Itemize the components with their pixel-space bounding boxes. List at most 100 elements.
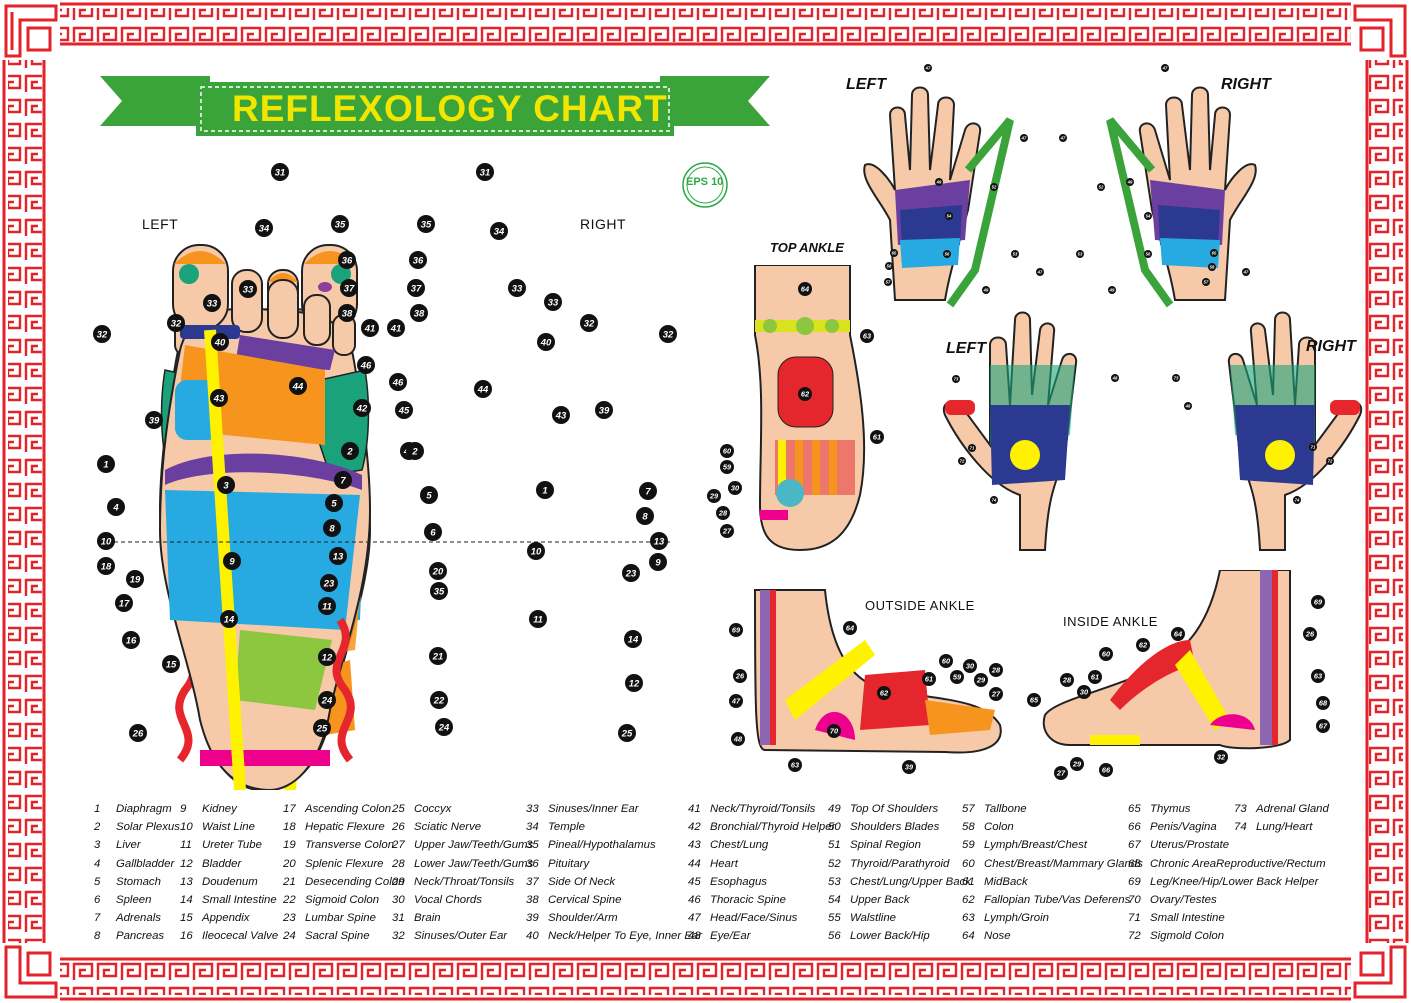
marker-74: 74	[1293, 496, 1301, 504]
legend-number: 50	[828, 821, 841, 834]
marker-2: 2	[341, 442, 359, 460]
marker-2: 2	[406, 442, 424, 460]
marker-27: 27	[1054, 766, 1068, 780]
svg-text:61: 61	[925, 675, 933, 684]
marker-72: 72	[958, 457, 966, 465]
svg-text:36: 36	[342, 255, 353, 266]
marker-57: 57	[1202, 278, 1210, 286]
marker-27: 27	[720, 524, 734, 538]
marker-66: 66	[1099, 763, 1113, 777]
marker-11: 11	[318, 597, 336, 615]
svg-text:33: 33	[243, 284, 254, 295]
svg-text:38: 38	[414, 308, 425, 319]
marker-64: 64	[1171, 627, 1185, 641]
svg-text:60: 60	[723, 447, 732, 456]
legend-text: Upper Jaw/Teeth/Gums	[414, 839, 534, 852]
svg-text:62: 62	[880, 689, 889, 698]
marker-47: 47	[1036, 268, 1044, 276]
svg-text:72: 72	[1328, 459, 1333, 464]
svg-text:25: 25	[316, 723, 328, 734]
legend-text: Waist Line	[202, 821, 255, 834]
marker-32: 32	[1214, 750, 1228, 764]
marker-28: 28	[989, 663, 1003, 677]
legend-number: 69	[1128, 875, 1141, 888]
marker-30: 30	[1077, 685, 1091, 699]
svg-text:43: 43	[555, 410, 567, 421]
legend-text: Lymph/Breast/Chest	[984, 839, 1087, 852]
marker-9: 9	[223, 552, 241, 570]
marker-30: 30	[728, 481, 742, 495]
legend-text: Doudenum	[202, 875, 258, 888]
marker-52: 52	[1097, 183, 1105, 191]
svg-text:47: 47	[1037, 270, 1043, 275]
marker-43: 43	[552, 406, 570, 424]
legend-text: Sigmold Colon	[1150, 930, 1225, 943]
legend-text: Pancreas	[116, 930, 165, 943]
marker-71: 71	[1309, 443, 1317, 451]
marker-23: 23	[320, 574, 338, 592]
marker-7: 7	[639, 482, 657, 500]
marker-36: 36	[338, 251, 356, 269]
legend-number: 7	[94, 912, 101, 925]
legend-text: Splenic Flexure	[305, 857, 384, 870]
svg-text:8: 8	[329, 523, 335, 534]
marker-15: 15	[162, 655, 180, 673]
svg-text:8: 8	[642, 511, 648, 522]
legend-number: 15	[180, 912, 193, 925]
marker-49: 49	[935, 178, 943, 186]
marker-28: 28	[716, 506, 730, 520]
svg-text:28: 28	[1062, 676, 1072, 685]
legend-text: Sinuses/Inner Ear	[548, 803, 639, 815]
svg-text:26: 26	[1305, 630, 1315, 639]
svg-text:59: 59	[953, 673, 962, 682]
svg-text:61: 61	[873, 433, 881, 442]
legend-number: 3	[94, 839, 101, 852]
eps-badge-label: EPS 10	[686, 176, 724, 188]
svg-text:60: 60	[1102, 650, 1111, 659]
svg-text:69: 69	[732, 626, 741, 635]
marker-35: 35	[430, 582, 448, 600]
legend-number: 66	[1128, 821, 1141, 834]
marker-54: 54	[1144, 212, 1152, 220]
legend-number: 73	[1234, 803, 1247, 815]
svg-text:3: 3	[223, 480, 229, 491]
legend-number: 19	[283, 839, 296, 852]
legend-text: Upper Back	[850, 893, 910, 906]
legend-text: Pineal/Hypothalamus	[548, 839, 656, 852]
svg-text:11: 11	[533, 614, 543, 625]
svg-text:59: 59	[723, 463, 732, 472]
legend-text: Thyroid/Parathyroid	[850, 857, 950, 870]
marker-47: 47	[729, 694, 743, 708]
legend-text: Coccyx	[414, 803, 452, 815]
legend-text: Heart	[710, 857, 738, 870]
legend-number: 28	[392, 857, 405, 870]
legend-number: 40	[526, 930, 539, 943]
legend-number: 56	[828, 930, 841, 943]
marker-47: 47	[1020, 134, 1028, 142]
legend-text: Nose	[984, 930, 1011, 943]
svg-text:5: 5	[426, 490, 432, 501]
svg-text:48: 48	[1185, 404, 1191, 409]
legend-number: 39	[526, 912, 539, 925]
svg-text:13: 13	[654, 536, 665, 547]
svg-text:32: 32	[584, 318, 595, 329]
legend-number: 43	[688, 839, 701, 852]
svg-text:71: 71	[1311, 445, 1316, 450]
marker-32: 32	[580, 314, 598, 332]
marker-40: 40	[537, 333, 555, 351]
svg-text:52: 52	[1099, 185, 1104, 190]
